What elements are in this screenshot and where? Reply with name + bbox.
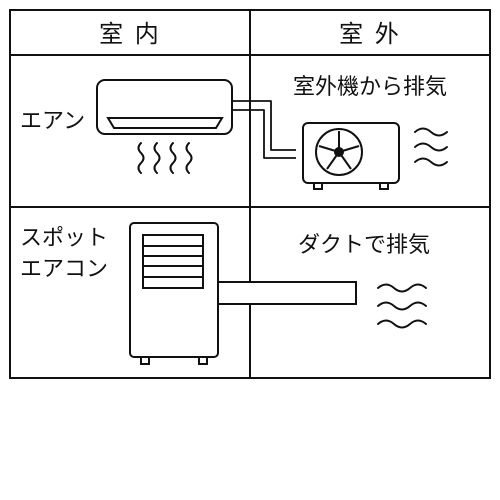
exhaust-duct-icon bbox=[215, 281, 357, 305]
table-grid bbox=[9, 9, 491, 379]
spot-ac-label-line1: スポット bbox=[20, 226, 108, 251]
heat-wave-icon bbox=[414, 127, 448, 167]
header-outdoor: 室 外 bbox=[339, 20, 401, 48]
airflow-wave-icon bbox=[137, 142, 193, 174]
exhaust-wave-icon bbox=[377, 283, 427, 329]
spot-ac-label-line2: エアコン bbox=[20, 257, 108, 282]
portable-air-conditioner-icon bbox=[129, 222, 219, 365]
duct-exhaust-label: ダクトで排気 bbox=[298, 233, 430, 258]
wall-air-conditioner-icon bbox=[96, 79, 233, 135]
connecting-pipes bbox=[232, 100, 296, 159]
wall-ac-label: エアン bbox=[20, 109, 85, 134]
header-indoor: 室 内 bbox=[99, 20, 161, 48]
outdoor-exhaust-label: 室外機から排気 bbox=[293, 75, 447, 100]
outdoor-unit-icon bbox=[302, 122, 400, 190]
